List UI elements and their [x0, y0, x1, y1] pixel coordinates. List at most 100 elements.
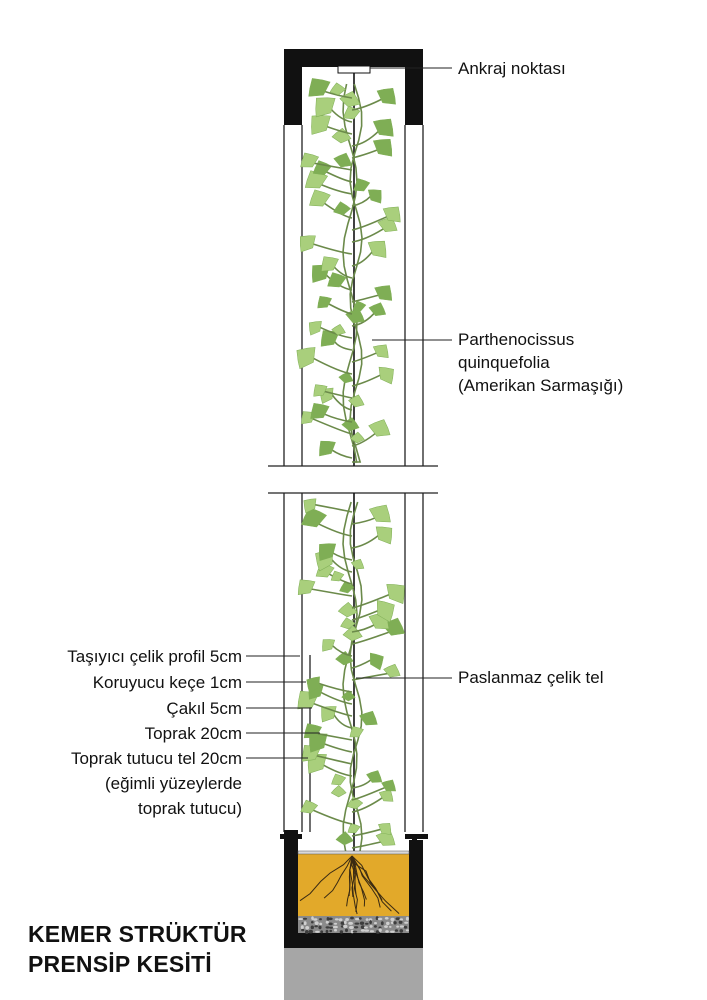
plant-stem — [351, 610, 378, 621]
plant-stem — [332, 713, 353, 729]
plant-leaf — [304, 170, 329, 189]
plant-leaf — [317, 295, 332, 309]
plant-stem — [312, 162, 353, 171]
plant-leaf — [368, 504, 391, 523]
label-soil-wire-2: (eğimli yüzeylerde — [105, 774, 242, 793]
gravel-stone — [350, 929, 354, 934]
plant-leaf — [315, 97, 336, 118]
gravel-stone — [398, 920, 403, 924]
gravel-stone — [380, 921, 384, 926]
plant-stem — [351, 374, 381, 387]
plant-leaf — [308, 78, 331, 97]
plant-leaf — [329, 82, 347, 96]
label-plant-name-1: Parthenocissus — [458, 330, 575, 349]
plant-stem — [351, 250, 374, 267]
plant-stem — [342, 501, 358, 853]
planter-left-hook — [280, 834, 302, 845]
top-steel-cap — [284, 49, 423, 125]
plant-stem — [351, 630, 392, 645]
diagram-title-line2: PRENSİP KESİTİ — [28, 951, 212, 977]
plant-stem — [322, 390, 353, 399]
plant-leaf — [309, 189, 331, 207]
plant-stem — [351, 672, 391, 681]
plant-leaf — [374, 285, 393, 301]
plant-stem — [351, 516, 377, 525]
gravel-stone — [318, 925, 322, 930]
plant-stem — [351, 129, 380, 147]
plant-leaf — [349, 726, 364, 738]
gravel-stone — [325, 929, 329, 934]
plant-leaf — [303, 723, 322, 739]
plant-stem — [351, 534, 380, 549]
anchor-plate — [337, 65, 371, 74]
gravel-stone — [325, 926, 330, 929]
plant-stem — [322, 764, 353, 777]
plant-leaf — [321, 256, 339, 272]
leader-lines — [246, 67, 452, 759]
gravel-stone — [310, 925, 314, 930]
plant-leaf — [386, 584, 405, 604]
plant-stem — [315, 732, 353, 741]
gravel-stone — [405, 916, 409, 921]
plant-stem — [310, 588, 353, 597]
plant-leaf — [375, 526, 393, 545]
gravel-stone — [320, 930, 324, 934]
gravel-stone — [396, 925, 399, 928]
plant-stem — [316, 522, 353, 537]
plant-leaf — [306, 676, 320, 694]
gravel-stone — [348, 925, 354, 930]
plant-stem — [326, 572, 353, 585]
plant-stem — [333, 339, 353, 351]
label-steel-profile: Taşıyıcı çelik profil 5cm — [67, 647, 242, 666]
plant-stem — [351, 828, 383, 837]
gravel-stone — [329, 929, 333, 933]
plant-leaf — [378, 366, 394, 385]
plant-leaf — [376, 600, 395, 623]
plant-leaf — [310, 403, 330, 419]
plant-leaf — [338, 371, 354, 384]
gravel-stone — [403, 925, 408, 929]
gravel-stone — [384, 917, 389, 920]
gravel-stone — [385, 930, 389, 933]
gravel-stone — [345, 918, 349, 921]
plant-stem — [332, 265, 353, 279]
plant-stem — [351, 215, 389, 231]
plant-leaf — [341, 690, 356, 702]
gravel-stone — [302, 917, 308, 920]
plant-stem — [342, 83, 358, 463]
label-plant-name-3: (Amerikan Sarmaşığı) — [458, 376, 624, 395]
plant-leaf — [346, 796, 364, 810]
break-lines — [268, 465, 438, 494]
plant-leaf — [372, 118, 394, 137]
plant-leaf — [342, 625, 363, 642]
gravel-stone — [377, 917, 383, 921]
plant-stem — [351, 227, 386, 243]
plant-stem — [349, 83, 363, 463]
plant-leaf — [341, 417, 360, 432]
plant-stem — [311, 417, 353, 435]
plant-leaf — [313, 384, 328, 397]
gravel-stone — [345, 928, 348, 933]
gravel-stone — [334, 918, 339, 921]
gravel-stone — [343, 924, 348, 929]
plant-leaf — [300, 799, 319, 814]
gravel-stone — [378, 928, 382, 932]
gravel-stone — [405, 929, 409, 932]
plant-stem — [319, 691, 353, 705]
plant-leaf — [308, 321, 322, 336]
plant-leaf — [359, 710, 378, 726]
root-strand — [351, 855, 366, 907]
plant-leaf — [303, 498, 317, 514]
gravel-stone — [360, 925, 365, 929]
gravel-stone — [368, 918, 373, 922]
label-protective-felt: Koruyucu keçe 1cm — [92, 673, 242, 692]
plant-stem — [351, 840, 384, 849]
plant-stem — [323, 90, 353, 99]
plant-stem — [318, 682, 353, 693]
gravel-stone — [399, 929, 404, 933]
plant-leaf — [383, 663, 401, 678]
gravel-stone — [340, 921, 345, 925]
gravel-stone — [395, 917, 401, 921]
root-strand — [351, 855, 400, 914]
